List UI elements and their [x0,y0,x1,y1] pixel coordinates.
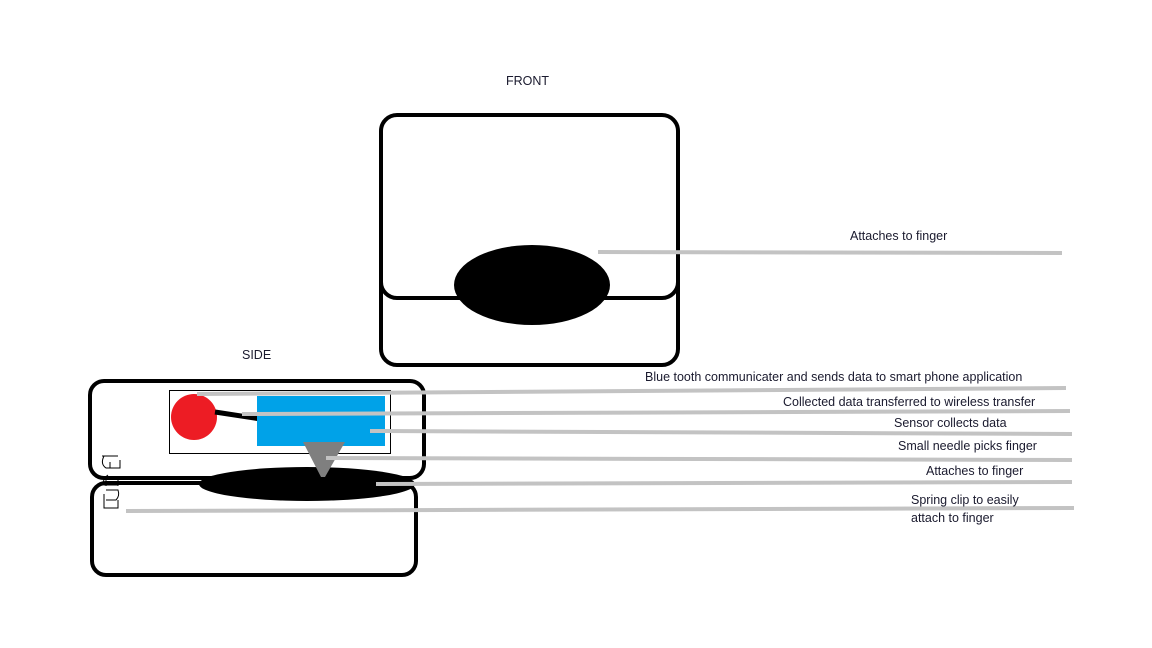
sensor-block [257,396,385,446]
label-data-transfer: Collected data transferred to wireless t… [783,395,1036,409]
label-side-attaches: Attaches to finger [926,464,1024,478]
front-leader-line [597,250,1063,255]
label-spring-line1: Spring clip to easily [911,493,1019,507]
label-front-attaches: Attaches to finger [850,229,948,243]
side-title: SIDE [242,348,272,362]
front-finger-pad [454,245,610,325]
needle [303,442,345,477]
label-spring-line2: attach to finger [911,511,994,525]
side-finger-pad [199,467,415,501]
front-title: FRONT [506,74,550,88]
side-leader-lines [125,386,1075,513]
spring-coil [101,455,121,509]
bluetooth-module [171,394,217,440]
side-view [88,379,1075,577]
label-bluetooth: Blue tooth communicater and sends data t… [645,370,1023,384]
label-sensor: Sensor collects data [894,416,1007,430]
front-view [379,113,1063,367]
electronics-housing [169,390,391,454]
label-needle: Small needle picks finger [898,439,1037,453]
